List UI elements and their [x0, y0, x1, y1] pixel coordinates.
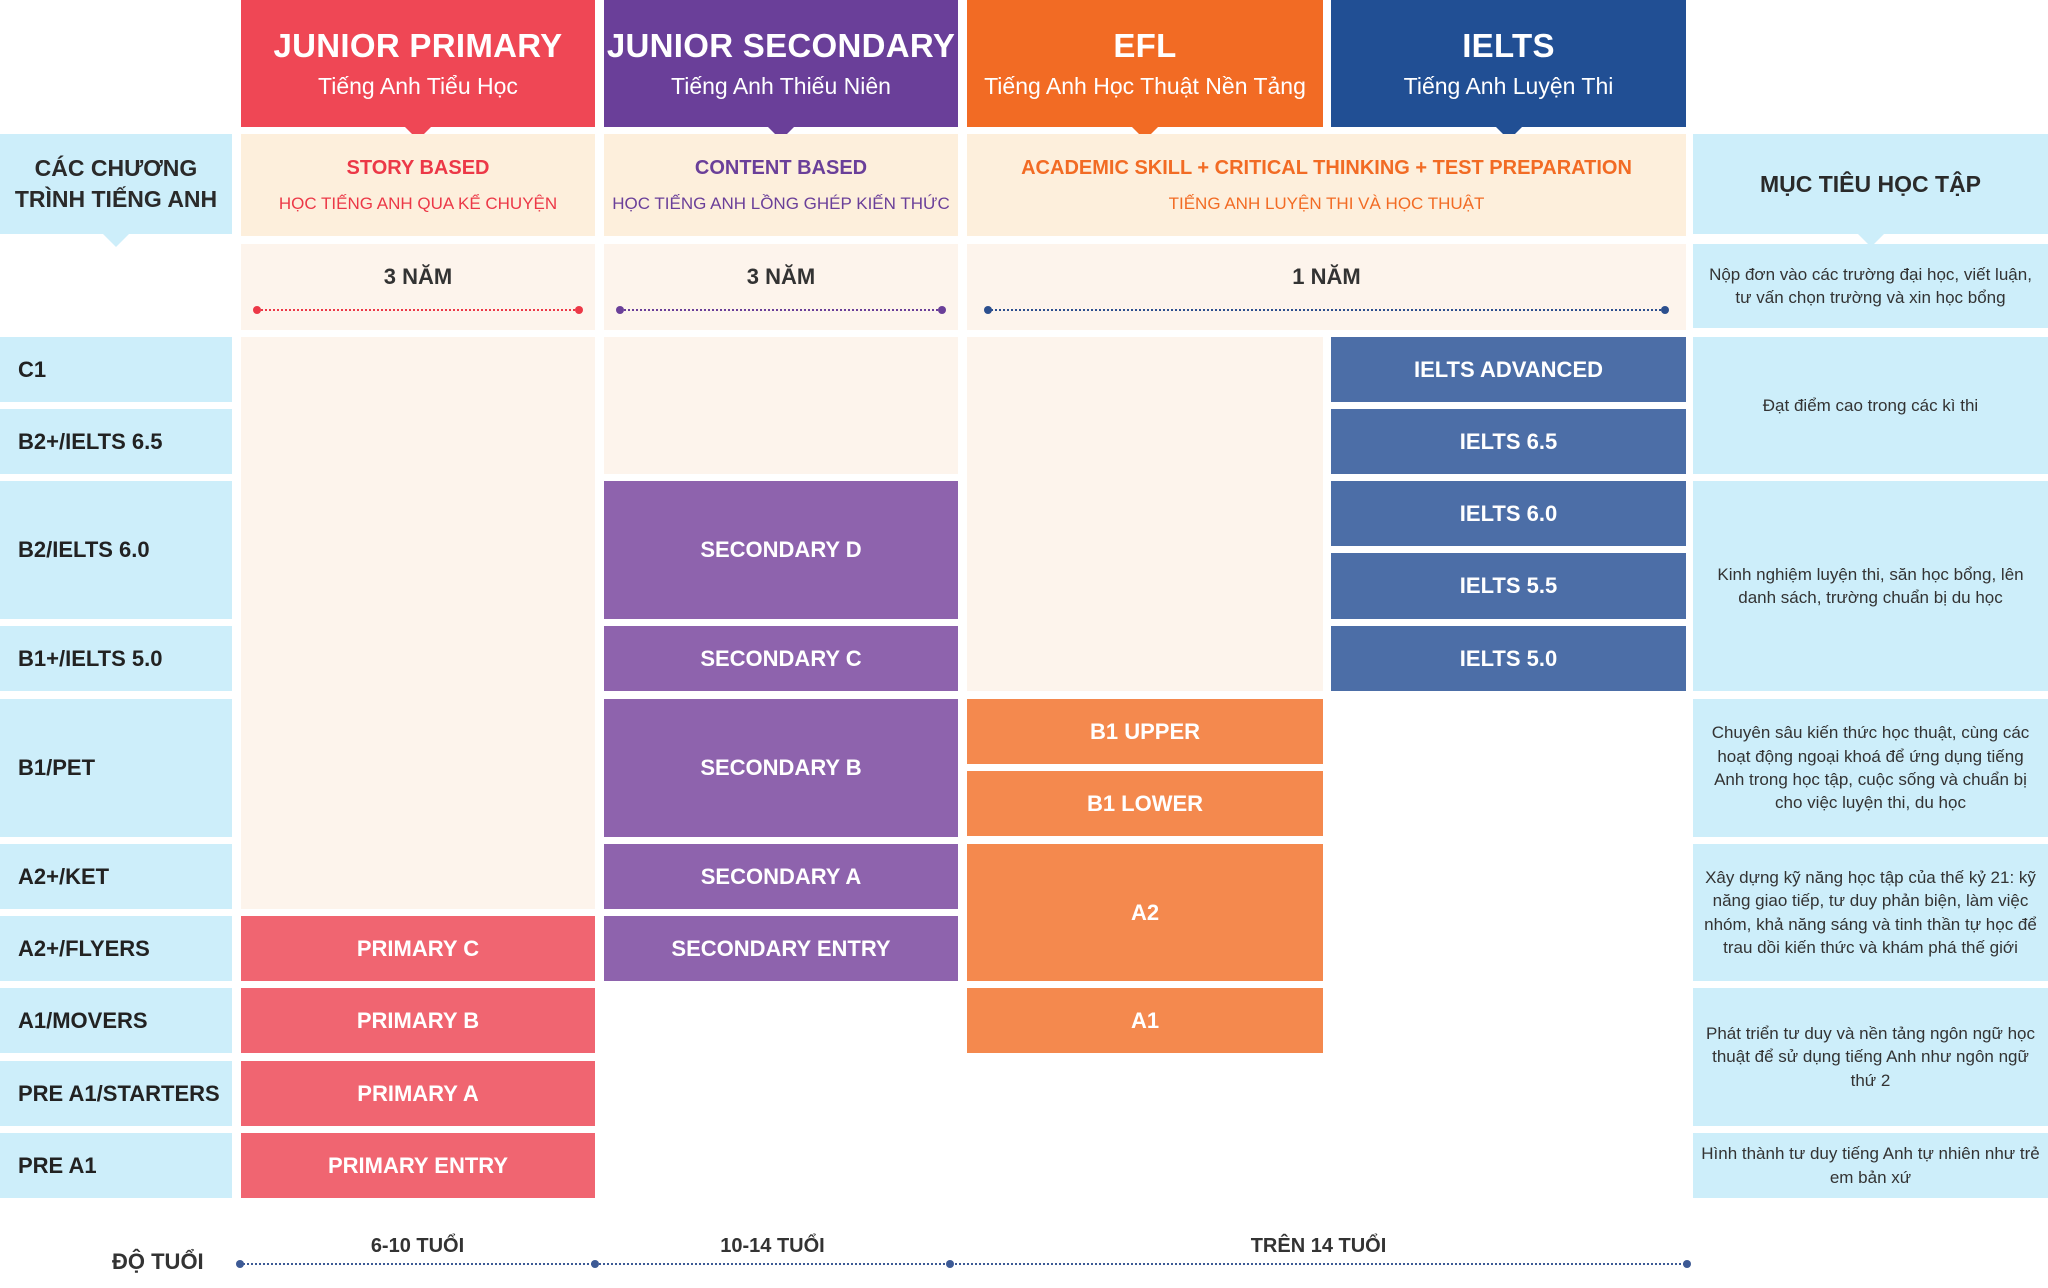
level-label-c1: C1: [0, 337, 232, 402]
approach-title: ACADEMIC SKILL + CRITICAL THINKING + TES…: [1021, 156, 1632, 179]
level-primary-b: PRIMARY B: [241, 988, 595, 1053]
level-a1: A1: [967, 988, 1323, 1053]
level-ielts-5-5: IELTS 5.5: [1331, 553, 1686, 619]
notch: [1856, 233, 1885, 247]
notch: [102, 233, 130, 247]
level-label-a2plus-flyers: A2+/FLYERS: [0, 916, 232, 981]
age-axis-dot: [946, 1260, 954, 1268]
age-range-label: 6-10 TUỔI: [370, 1235, 465, 1257]
level-ielts-5-0: IELTS 5.0: [1331, 626, 1686, 691]
approach-subtitle: HỌC TIẾNG ANH LỒNG GHÉP KIẾN THỨC: [612, 193, 950, 213]
goal-cell: Kinh nghiệm luyện thi, săn học bổng, lên…: [1693, 481, 2048, 691]
arrow-end-dot: [1661, 306, 1669, 314]
program-name: IELTS: [1462, 26, 1555, 64]
efl-empty-area: [967, 337, 1323, 691]
primary-empty-area: [241, 337, 595, 909]
level-secondary-entry: SECONDARY ENTRY: [604, 916, 958, 981]
program-subtitle: Tiếng Anh Học Thuật Nền Tảng: [984, 73, 1306, 99]
level-label-a2plus-ket: A2+/KET: [0, 844, 232, 909]
program-header-junior-secondary: JUNIOR SECONDARY Tiếng Anh Thiếu Niên: [604, 0, 958, 140]
level-primary-c: PRIMARY C: [241, 916, 595, 981]
level-secondary-a: SECONDARY A: [604, 844, 958, 909]
duration-line: [988, 309, 1665, 311]
goal-text: Đạt điểm cao trong các kì thi: [1762, 395, 1979, 415]
goal-cell: Phát triển tư duy và nền tảng ngôn ngữ h…: [1693, 988, 2048, 1126]
level-ielts-6-5: IELTS 6.5: [1331, 409, 1686, 474]
duration-label: 3 NĂM: [383, 264, 453, 289]
goal-text: Hình thành tư duy tiếng Anh tự nhiên như…: [1701, 1144, 2040, 1187]
programs-column-header: CÁC CHƯƠNG TRÌNH TIẾNG ANH: [0, 134, 232, 247]
program-header-junior-primary: JUNIOR PRIMARY Tiếng Anh Tiểu Học: [241, 0, 595, 140]
level-label-b2: B2/IELTS 6.0: [0, 481, 232, 619]
duration-efl-ielts: 1 NĂM: [967, 244, 1686, 330]
age-axis-label: ĐỘ TUỔI: [112, 1249, 204, 1274]
approach-title: CONTENT BASED: [694, 156, 868, 179]
duration-label: 1 NĂM: [1292, 264, 1361, 289]
header-line: TRÌNH TIẾNG ANH: [14, 186, 218, 212]
level-secondary-c: SECONDARY C: [604, 626, 958, 691]
level-primary-entry: PRIMARY ENTRY: [241, 1133, 595, 1198]
header-line: CÁC CHƯƠNG: [34, 154, 198, 181]
goals-header-text: MỤC TIÊU HỌC TẬP: [1759, 170, 1982, 197]
duration-line: [620, 309, 942, 311]
program-name: JUNIOR SECONDARY: [606, 26, 956, 64]
approach-title: STORY BASED: [346, 156, 490, 179]
level-primary-a: PRIMARY A: [241, 1061, 595, 1126]
goal-text: Chuyên sâu kiến thức học thuật, cùng các…: [1711, 723, 2030, 813]
level-label-a1: A1/MOVERS: [0, 988, 232, 1053]
level-label-pre-a1-starters: PRE A1/STARTERS: [0, 1061, 232, 1126]
arrow-end-dot: [938, 306, 946, 314]
level-ielts-advanced: IELTS ADVANCED: [1331, 337, 1686, 402]
goal-text: Phát triển tư duy và nền tảng ngôn ngữ h…: [1706, 1023, 2035, 1090]
duration-secondary: 3 NĂM: [604, 244, 958, 330]
program-header-efl: EFL Tiếng Anh Học Thuật Nền Tảng: [967, 0, 1323, 140]
arrow-end-dot: [575, 306, 583, 314]
secondary-empty-area: [604, 337, 958, 474]
level-b1-upper: B1 UPPER: [967, 699, 1323, 764]
goal-cell: Hình thành tư duy tiếng Anh tự nhiên như…: [1693, 1133, 2048, 1198]
approach-subtitle: HỌC TIẾNG ANH QUA KỂ CHUYỆN: [278, 193, 558, 213]
program-subtitle: Tiếng Anh Luyện Thi: [1403, 73, 1614, 99]
approach-story-based: STORY BASED HỌC TIẾNG ANH QUA KỂ CHUYỆN: [241, 134, 595, 236]
age-axis-dot: [236, 1260, 244, 1268]
level-secondary-b: SECONDARY B: [604, 699, 958, 837]
goal-text: Nộp đơn vào các trường đại học, viết luậ…: [1709, 264, 2032, 307]
age-axis-dot: [1683, 1260, 1691, 1268]
level-b1-lower: B1 LOWER: [967, 771, 1323, 836]
program-name: JUNIOR PRIMARY: [273, 26, 563, 64]
age-axis-line: [240, 1263, 1688, 1265]
duration-label: 3 NĂM: [746, 264, 816, 289]
duration-line: [257, 309, 579, 311]
goal-cell: Chuyên sâu kiến thức học thuật, cùng các…: [1693, 699, 2048, 837]
program-name: EFL: [1113, 26, 1177, 64]
approach-subtitle: TIẾNG ANH LUYỆN THI VÀ HỌC THUẬT: [1168, 193, 1485, 213]
program-subtitle: Tiếng Anh Tiểu Học: [318, 73, 518, 99]
age-range-label: TRÊN 14 TUỔI: [1250, 1235, 1387, 1257]
goal-text: Xây dựng kỹ năng học tập của thế kỷ 21: …: [1704, 867, 2037, 957]
age-range-label: 10-14 TUỔI: [720, 1235, 825, 1257]
goal-cell: Xây dựng kỹ năng học tập của thế kỷ 21: …: [1693, 844, 2048, 981]
goals-column-header: MỤC TIÊU HỌC TẬP: [1693, 134, 2048, 247]
level-label-b2plus: B2+/IELTS 6.5: [0, 409, 232, 474]
level-a2: A2: [967, 844, 1323, 981]
goal-cell: Nộp đơn vào các trường đại học, viết luậ…: [1693, 244, 2048, 328]
goal-cell: Đạt điểm cao trong các kì thi: [1693, 337, 2048, 474]
approach-academic: ACADEMIC SKILL + CRITICAL THINKING + TES…: [967, 134, 1686, 236]
program-subtitle: Tiếng Anh Thiếu Niên: [671, 73, 891, 99]
duration-primary: 3 NĂM: [241, 244, 595, 330]
program-header-ielts: IELTS Tiếng Anh Luyện Thi: [1331, 0, 1686, 140]
level-label-pre-a1: PRE A1: [0, 1133, 232, 1198]
level-ielts-6-0: IELTS 6.0: [1331, 481, 1686, 546]
level-secondary-d: SECONDARY D: [604, 481, 958, 619]
level-label-b1: B1/PET: [0, 699, 232, 837]
level-label-b1plus: B1+/IELTS 5.0: [0, 626, 232, 691]
age-axis-dot: [591, 1260, 599, 1268]
approach-content-based: CONTENT BASED HỌC TIẾNG ANH LỒNG GHÉP KI…: [604, 134, 958, 236]
goal-text: Kinh nghiệm luyện thi, săn học bổng, lên…: [1717, 564, 2024, 607]
